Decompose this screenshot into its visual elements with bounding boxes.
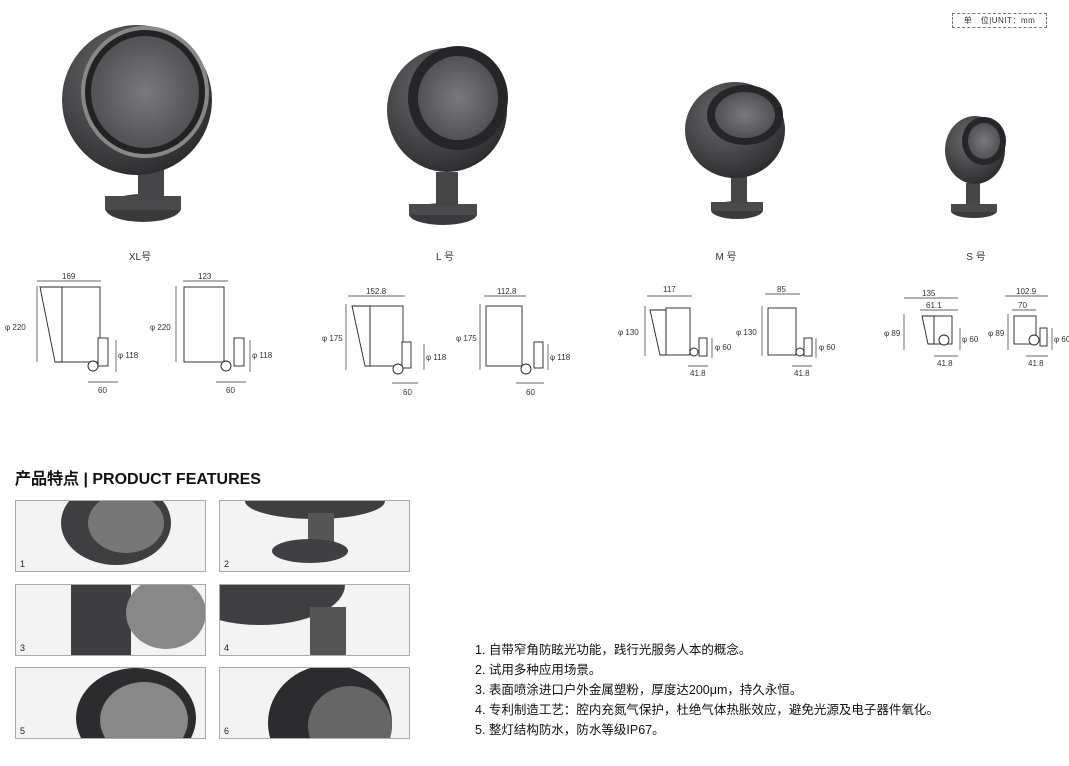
- detail-number: 6: [224, 726, 230, 736]
- dim-m-width-side: 117: [663, 285, 676, 294]
- product-s-image: [945, 116, 1006, 218]
- dim-l-width-side: 152.8: [366, 287, 387, 296]
- dim-xl-base-side: φ 118: [118, 351, 139, 360]
- dim-s-depth-front: 41.8: [1028, 359, 1044, 368]
- drawing-xl-side: 169 φ 220 φ 118 60: [5, 272, 139, 395]
- dim-s-base-side: φ 60: [962, 335, 979, 344]
- detail-image-4: 4: [219, 584, 410, 656]
- dim-s-depth-side: 41.8: [937, 359, 953, 368]
- drawing-xl-front: 123 φ 220 φ 118 60: [150, 272, 273, 395]
- detail-image-6: 6: [219, 667, 410, 739]
- model-label-s: S 号: [966, 252, 986, 263]
- dim-m-base-side: φ 60: [715, 343, 732, 352]
- dim-s-base-front: φ 60: [1054, 335, 1069, 344]
- detail-image-2: 2: [219, 500, 410, 572]
- model-label-xl: XL号: [128, 252, 152, 263]
- dimension-drawings: 169 φ 220 φ 118 60 123 φ 220 φ 118 60 15…: [5, 272, 1069, 397]
- feature-item: 4. 专利制造工艺：腔内充氮气保护，杜绝气体热胀效应，避免光源及电子器件氧化。: [475, 703, 939, 717]
- drawing-l-front: 112.8 φ 175 φ 118 60: [456, 287, 571, 397]
- dim-s-width-front: 102.9: [1016, 287, 1037, 296]
- product-images: [62, 25, 1006, 225]
- feature-item: 3. 表面喷涂进口户外金属塑粉，厚度达200μm，持久永恒。: [475, 683, 803, 697]
- detail-number: 1: [20, 559, 26, 569]
- dim-m-height-side: φ 130: [618, 328, 639, 337]
- drawing-m-side: 117 φ 130 φ 60 41.8: [618, 285, 732, 378]
- dim-xl-depth-front: 60: [226, 386, 235, 395]
- detail-number: 3: [20, 643, 26, 653]
- feature-list: 1. 自带窄角防眩光功能，践行光服务人本的概念。 2. 试用多种应用场景。 3.…: [475, 640, 939, 740]
- dim-xl-width-front: 123: [198, 272, 212, 281]
- dim-s-width-side: 135: [922, 289, 936, 298]
- dim-s-width-front-inner: 70: [1018, 301, 1027, 310]
- dim-m-depth-front: 41.8: [794, 369, 810, 378]
- dim-m-height-front: φ 130: [736, 328, 757, 337]
- dim-l-height-side: φ 175: [322, 334, 343, 343]
- dim-l-depth-side: 60: [403, 388, 412, 397]
- drawing-m-front: 85 φ 130 φ 60 41.8: [736, 285, 836, 378]
- dim-xl-width-side: 169: [62, 272, 76, 281]
- dim-l-depth-front: 60: [526, 388, 535, 397]
- dim-xl-height-front: φ 220: [150, 323, 171, 332]
- dim-xl-base-front: φ 118: [252, 351, 273, 360]
- product-m-image: [685, 82, 785, 219]
- detail-image-3: 3: [15, 584, 206, 656]
- dim-s-height-side: φ 89: [884, 329, 901, 338]
- detail-number: 5: [20, 726, 26, 736]
- dim-xl-depth-side: 60: [98, 386, 107, 395]
- detail-number: 4: [224, 643, 230, 653]
- drawing-l-side: 152.8 φ 175 φ 118 60: [322, 287, 447, 397]
- product-l-image: [387, 46, 508, 225]
- detail-number: 2: [224, 559, 230, 569]
- dim-s-height-front: φ 89: [988, 329, 1005, 338]
- dim-l-width-front: 112.8: [497, 287, 517, 296]
- feature-item: 5. 整灯结构防水，防水等级IP67。: [475, 723, 665, 737]
- feature-item: 1. 自带窄角防眩光功能，践行光服务人本的概念。: [475, 643, 752, 657]
- model-label-l: L 号: [436, 252, 454, 263]
- model-label-m: M 号: [715, 252, 737, 263]
- unit-label: 单 位|UNIT：mm: [952, 13, 1047, 28]
- dim-l-base-side: φ 118: [426, 353, 447, 362]
- drawing-s-side: 135 61.1 φ 89 φ 60 41.8: [884, 289, 979, 368]
- detail-image-1: 1: [15, 500, 206, 572]
- dim-l-base-front: φ 118: [550, 353, 571, 362]
- dim-xl-height-side: φ 220: [5, 323, 26, 332]
- dim-m-depth-side: 41.8: [690, 369, 706, 378]
- section-title: 产品特点 | PRODUCT FEATURES: [15, 471, 261, 488]
- drawing-s-front: 102.9 70 φ 89 φ 60 41.8: [988, 287, 1069, 368]
- dim-l-height-front: φ 175: [456, 334, 477, 343]
- dim-m-width-front: 85: [777, 285, 786, 294]
- feature-item: 2. 试用多种应用场景。: [475, 663, 602, 677]
- dim-m-base-front: φ 60: [819, 343, 836, 352]
- dim-s-width-side-inner: 61.1: [926, 301, 942, 310]
- product-xl-image: [62, 25, 212, 222]
- detail-image-5: 5: [15, 667, 206, 739]
